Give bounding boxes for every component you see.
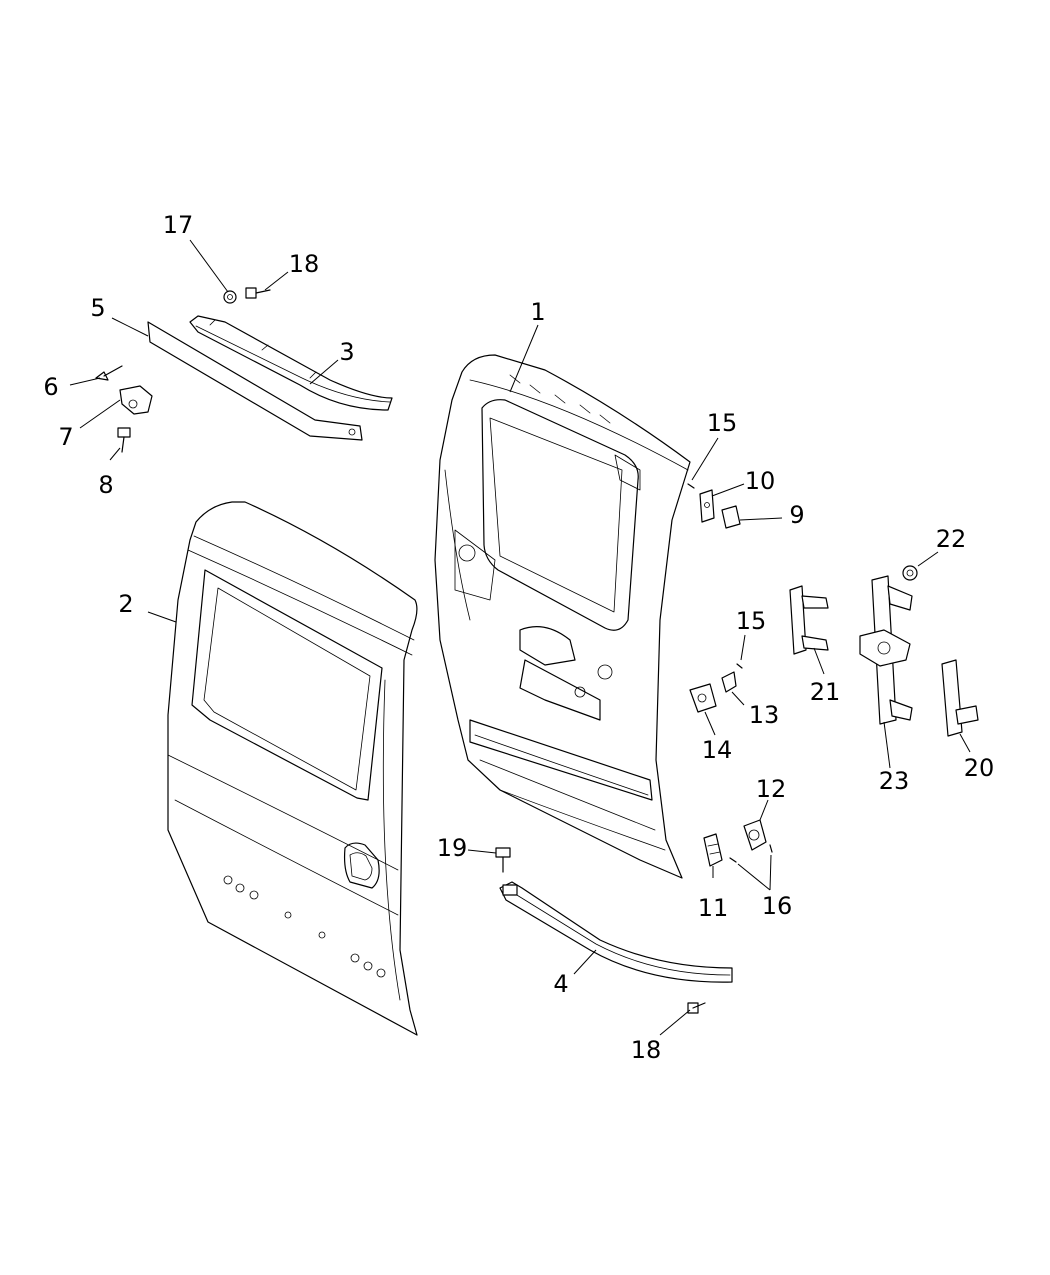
callout-22: 22 <box>936 525 967 553</box>
part-21-hinge-bracket <box>789 585 829 655</box>
part-9-clip <box>721 505 741 529</box>
part-22-nut <box>902 565 918 581</box>
callout-5: 5 <box>90 294 105 322</box>
part-14-latch <box>689 683 717 713</box>
callout-labels: 1 2 3 4 5 6 7 8 9 10 11 12 13 14 15 15 1… <box>43 211 994 1064</box>
part-13-bracket <box>721 671 737 693</box>
callout-15-middle: 15 <box>736 607 767 635</box>
part-15-screw-upper <box>687 483 695 489</box>
callout-12: 12 <box>756 775 787 803</box>
leader-lines <box>69 239 971 1036</box>
part-10-bracket <box>699 489 715 523</box>
callout-17: 17 <box>163 211 194 239</box>
callout-16: 16 <box>762 892 793 920</box>
part-12-striker-plate <box>743 819 767 851</box>
part-18-bolt-lower <box>687 1002 706 1014</box>
callout-7: 7 <box>58 423 73 451</box>
part-20-hinge-arm <box>941 659 979 737</box>
part-19-bolt <box>495 847 511 873</box>
part-17-nut <box>223 290 237 304</box>
callout-20: 20 <box>964 754 995 782</box>
callout-4: 4 <box>553 970 568 998</box>
callout-8: 8 <box>98 471 113 499</box>
part-1-door-inner-frame <box>434 354 691 879</box>
callout-2: 2 <box>118 590 133 618</box>
part-8-bolt <box>117 427 131 453</box>
callout-13: 13 <box>749 701 780 729</box>
part-4-lower-rail <box>499 881 733 983</box>
callout-23: 23 <box>879 767 910 795</box>
callout-21: 21 <box>810 678 841 706</box>
part-18-bolt-upper <box>245 287 271 299</box>
callout-1: 1 <box>530 298 545 326</box>
callout-14: 14 <box>702 736 733 764</box>
part-11-latch-assembly <box>703 833 723 867</box>
part-23-roller-assembly <box>859 575 913 725</box>
callout-10: 10 <box>745 467 776 495</box>
part-7-bracket <box>119 385 153 415</box>
part-2-door-outer-panel <box>167 501 418 1036</box>
callout-18-upper: 18 <box>289 250 320 278</box>
callout-3: 3 <box>339 338 354 366</box>
callout-19: 19 <box>437 834 468 862</box>
callout-6: 6 <box>43 373 58 401</box>
callout-11: 11 <box>698 894 729 922</box>
callout-18-lower: 18 <box>631 1036 662 1064</box>
callout-15-upper: 15 <box>707 409 738 437</box>
part-15-screw-middle <box>736 663 743 669</box>
part-16-screws <box>729 844 773 863</box>
part-5-upper-track-cover <box>147 321 363 441</box>
part-3-upper-rail <box>189 315 393 411</box>
callout-9: 9 <box>789 501 804 529</box>
